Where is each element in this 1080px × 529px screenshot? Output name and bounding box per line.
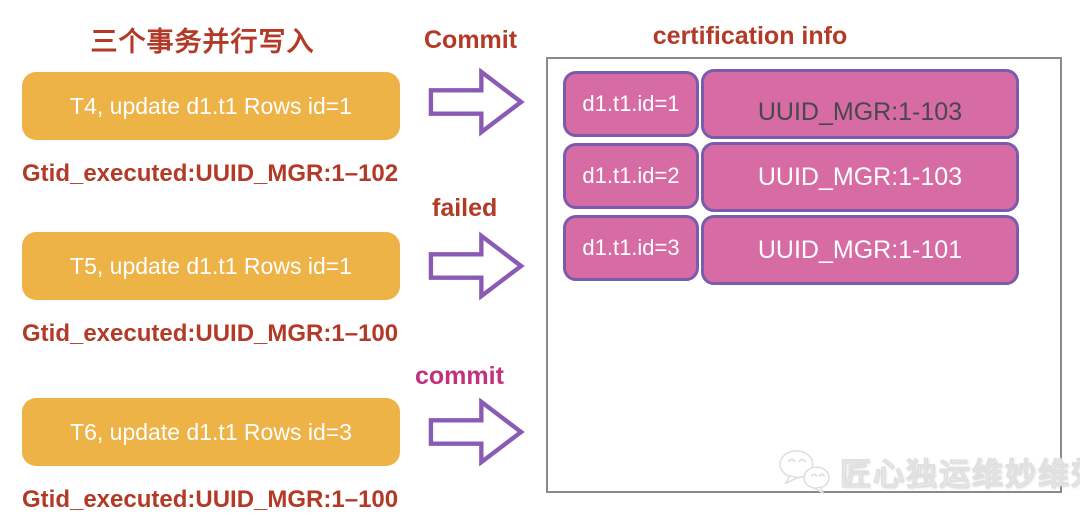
block-arrow-right-icon [428, 231, 525, 301]
certification-title: certification info [652, 22, 848, 50]
cert-value-cell: UUID_MGR:1-103 [701, 142, 1019, 212]
commit-label-t4: Commit [424, 26, 518, 54]
cert-key-cell: d1.t1.id=3 [563, 215, 699, 281]
gtid-executed-label-t5: Gtid_executed:UUID_MGR:1–100 [22, 320, 399, 347]
block-arrow-right-icon [428, 397, 525, 467]
wechat-bubbles-icon [779, 450, 830, 494]
cert-key-cell: d1.t1.id=2 [563, 143, 699, 209]
cert-value-cell: UUID_MGR:1-101 [701, 215, 1019, 285]
transaction-box-t4: T4, update d1.t1 Rows id=1 [22, 72, 400, 140]
cert-value-cell: UUID_MGR:1-103 [701, 69, 1019, 139]
left-title: 三个事务并行写入 [90, 27, 315, 57]
failed-label-t5: failed [432, 194, 498, 222]
block-arrow-right-icon [428, 67, 525, 137]
gtid-executed-label-t4: Gtid_executed:UUID_MGR:1–102 [22, 160, 399, 187]
gtid-executed-label-t6: Gtid_executed:UUID_MGR:1–100 [22, 486, 399, 513]
transaction-box-t5-label: T5, update d1.t1 Rows id=1 [70, 252, 352, 279]
transaction-box-t5: T5, update d1.t1 Rows id=1 [22, 232, 400, 300]
cert-key-cell: d1.t1.id=1 [563, 71, 699, 137]
commit-label-t6: commit [415, 362, 504, 390]
transaction-box-t6-label: T6, update d1.t1 Rows id=3 [70, 418, 352, 445]
transaction-box-t6: T6, update d1.t1 Rows id=3 [22, 398, 400, 466]
transaction-box-t4-label: T4, update d1.t1 Rows id=1 [70, 92, 352, 119]
watermark: 匠心独运维妙维效 [776, 448, 1080, 494]
watermark-text: 匠心独运维妙维效 [840, 456, 1080, 492]
certification-panel: d1.t1.id=1 UUID_MGR:1-103 d1.t1.id=2 UUI… [546, 57, 1062, 493]
